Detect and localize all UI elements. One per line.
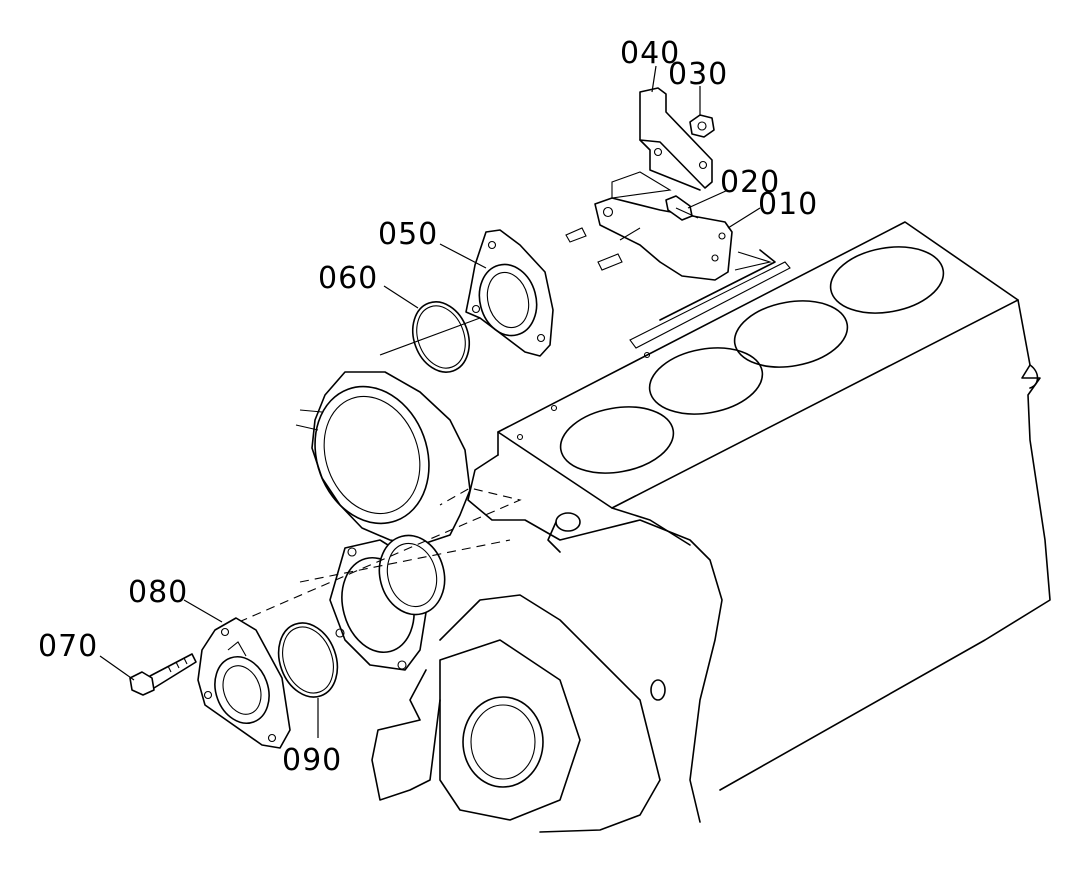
part-090-o-ring xyxy=(277,622,339,698)
part-020-bolt xyxy=(665,195,699,221)
callout-040: 040 xyxy=(620,36,680,71)
callout-050: 050 xyxy=(378,217,438,252)
callout-060: 060 xyxy=(318,261,378,296)
callout-020: 020 xyxy=(720,165,780,200)
alignment-lines xyxy=(224,171,773,629)
part-050-cover xyxy=(465,229,554,357)
part-060-o-ring xyxy=(411,301,471,373)
callout-010: 010 xyxy=(758,187,818,222)
rear-housing-gasket xyxy=(329,534,446,671)
callout-080: 080 xyxy=(128,575,188,610)
part-080-cover xyxy=(197,617,291,749)
leader-lines xyxy=(99,65,761,738)
part-010-bracket xyxy=(565,197,733,281)
callout-090: 090 xyxy=(282,743,342,778)
part-040-bracket xyxy=(639,87,713,191)
gear-case-flange xyxy=(295,371,471,546)
callout-030: 030 xyxy=(668,57,728,92)
callout-labels: 040 030 020 010 050 060 080 070 090 xyxy=(38,36,818,778)
engine-block xyxy=(371,221,1051,833)
part-070-bolt xyxy=(129,653,197,696)
part-030-nut xyxy=(689,114,715,138)
callout-070: 070 xyxy=(38,629,98,664)
